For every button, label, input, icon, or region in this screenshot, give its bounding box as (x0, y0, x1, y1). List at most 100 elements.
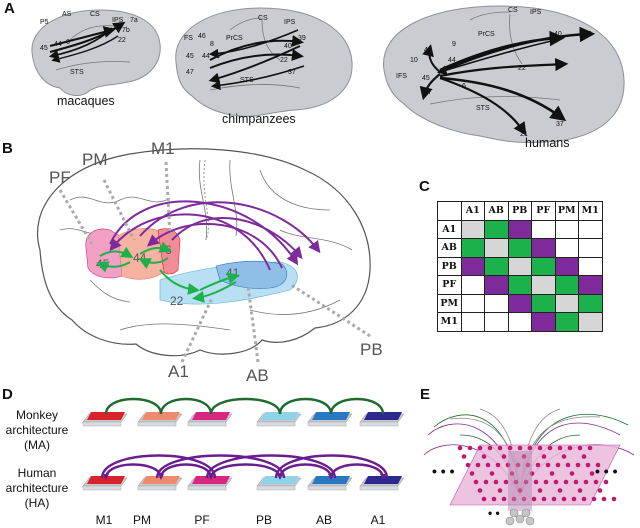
svg-text:7a: 7a (130, 17, 138, 24)
matrix-row: PM (437, 293, 603, 313)
matrix-cell (507, 219, 532, 239)
neuron-dot (491, 496, 497, 502)
svg-text:STS: STS (70, 69, 84, 76)
neuron-dot (589, 471, 595, 476)
matrix-cell (507, 256, 532, 276)
neuron-dot (577, 488, 583, 493)
svg-text:IPS: IPS (284, 19, 296, 26)
module-block (187, 412, 233, 427)
matrix-cell (531, 293, 556, 313)
neuron-dot (597, 488, 603, 493)
neuron-dot (483, 479, 489, 485)
species-label-macaques: macaques (57, 94, 115, 108)
matrix-cell (460, 256, 485, 276)
svg-text:10: 10 (410, 57, 418, 64)
panel-d-letter: D (2, 386, 13, 403)
svg-text:22: 22 (280, 57, 288, 64)
chimp-sulci-labels: CS IPS FS 46 8 PrCS 45 44 6 40 39 22 47 … (184, 15, 306, 84)
panel-b-letter: B (2, 140, 13, 157)
svg-text:IFS: IFS (396, 73, 407, 80)
svg-text:6: 6 (216, 53, 220, 60)
panel-d-architecture (82, 397, 405, 491)
species-label-chimpanzees: chimpanzees (222, 112, 296, 126)
module-link (278, 397, 333, 415)
matrix-cell (507, 238, 532, 258)
svg-text:PrCS: PrCS (226, 35, 243, 42)
region-label-pf: PF (49, 168, 71, 187)
neuron-dot (587, 445, 593, 451)
matrix-cell (554, 219, 579, 239)
neuron-dot (495, 462, 501, 468)
panel-b-brain: 45 44 6 41 22 (36, 148, 371, 363)
svg-text:21: 21 (520, 131, 528, 138)
svg-text:22: 22 (118, 37, 126, 44)
svg-text:STS: STS (240, 77, 254, 84)
neuron-dot (591, 496, 597, 502)
matrix-cell (507, 293, 532, 313)
svg-text:40: 40 (284, 43, 292, 50)
human-brain (383, 5, 625, 144)
neuron-dot (557, 445, 563, 451)
svg-text:37: 37 (288, 69, 296, 76)
module-block (307, 412, 353, 427)
neuron-dot (577, 445, 583, 451)
neuron-dot (601, 496, 607, 502)
matrix-cell (460, 275, 485, 295)
svg-text:45: 45 (40, 45, 48, 52)
module-block (137, 412, 183, 427)
region-label-ab: AB (246, 366, 269, 385)
neuron-dot (537, 445, 543, 451)
svg-text:STS: STS (476, 105, 490, 112)
matrix-cell (460, 219, 485, 239)
neuron-dot (561, 454, 567, 459)
module-link (209, 463, 282, 479)
neuron-dot (561, 496, 567, 502)
macaque-sulci-labels: P5 AS CS IPS 7a 7b 22 6 44 45 STS (40, 11, 138, 76)
neuron-dot (573, 479, 579, 485)
svg-text:6: 6 (66, 39, 70, 46)
ellipsis-bottom: • • (488, 506, 500, 520)
neuron-dot (467, 445, 473, 451)
module-block (82, 476, 128, 491)
matrix-row: A1 (437, 219, 603, 239)
svg-text:FS: FS (184, 35, 193, 42)
matrix-row-header: A1 (437, 219, 462, 239)
matrix-cell (578, 275, 603, 295)
panel-a-letter: A (4, 0, 15, 17)
module-link (159, 397, 213, 415)
neuron-dot (475, 462, 481, 468)
module-block (359, 476, 405, 491)
species-label-humans: humans (525, 136, 570, 150)
matrix-cell (484, 312, 509, 332)
arrowhead (208, 474, 214, 480)
svg-text:7b: 7b (122, 27, 130, 34)
neuron-dot (507, 445, 513, 451)
neuron-dot (531, 496, 537, 502)
neuron-dot (541, 454, 547, 459)
arrowhead (277, 474, 283, 480)
neuron-dot (489, 471, 495, 476)
neuron-dot (611, 496, 617, 502)
svg-text:46: 46 (198, 33, 206, 40)
svg-text:IPS: IPS (530, 9, 542, 16)
module-label-ab: AB (315, 513, 332, 527)
svg-text:P5: P5 (40, 19, 49, 26)
module-label-pm: PM (133, 513, 151, 527)
panel-e-network (423, 408, 635, 526)
module-link (278, 463, 333, 479)
neuron-dot (571, 496, 577, 502)
arrowhead (158, 474, 164, 480)
matrix-cell (531, 312, 556, 332)
panel-e-letter: E (420, 386, 431, 403)
human-architecture-label: Human architecture (HA) (5, 466, 69, 510)
svg-text:AS: AS (62, 11, 72, 18)
neuron-dot (581, 454, 587, 459)
neuron-dot (503, 479, 509, 485)
svg-text:44: 44 (202, 53, 210, 60)
ellipsis-right: • • • (595, 463, 618, 479)
macaque-brain (31, 9, 161, 96)
matrix-cell (484, 219, 509, 239)
matrix-row: AB (437, 238, 603, 258)
matrix-cell (578, 312, 603, 332)
matrix-row-header: PF (437, 275, 462, 295)
